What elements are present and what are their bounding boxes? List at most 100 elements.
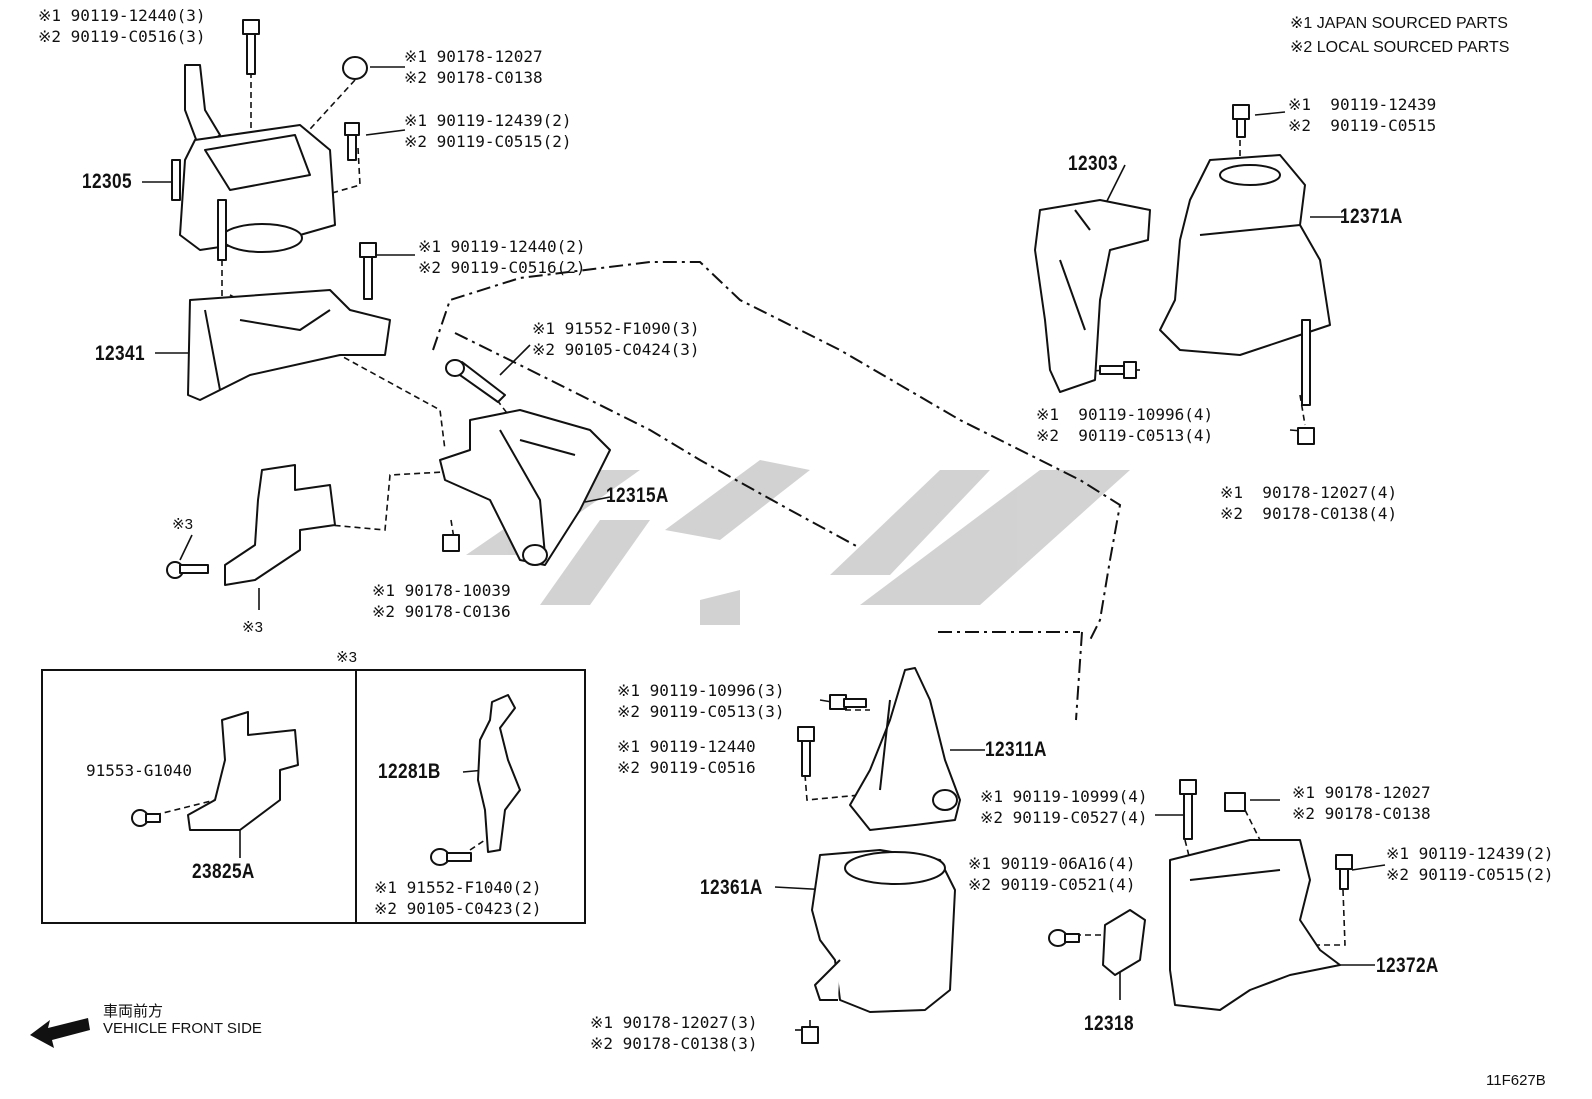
- part-12311A[interactable]: 12311A: [985, 738, 1047, 761]
- bolt-12439-c: [1232, 104, 1250, 138]
- callout-c17-line1: ※1 90178-12027(3): [590, 1013, 758, 1032]
- callout-c16[interactable]: ※1 91552-F1040(2) ※2 90105-C0423(2): [374, 877, 542, 919]
- bracket-12281B: [477, 694, 521, 853]
- callout-c13-line1: ※1 90178-12027: [1292, 783, 1431, 802]
- nut-12027-b: [1224, 792, 1246, 812]
- callout-c4-line1: ※1 90119-12440(2): [418, 237, 586, 256]
- bracket-mark3: [224, 464, 336, 586]
- bolt-12439-a: [344, 122, 360, 161]
- nut-12027-4: [1297, 427, 1315, 445]
- mark3-bracket: ※3: [242, 619, 263, 636]
- mark3-inset-title: ※3: [336, 649, 357, 666]
- callout-c3-line2: ※2 90119-C0515(2): [404, 132, 572, 151]
- part-23825A[interactable]: 23825A: [192, 860, 255, 883]
- bolt-long-F1090: [445, 359, 506, 403]
- vehicle-front-arrow: [30, 1018, 90, 1048]
- callout-c17-line2: ※2 90178-C0138(3): [590, 1034, 758, 1053]
- part-12303[interactable]: 12303: [1068, 152, 1118, 175]
- mount-12372A: [1169, 839, 1341, 1011]
- callout-c17[interactable]: ※1 90178-12027(3) ※2 90178-C0138(3): [590, 1012, 758, 1054]
- nut-10039: [442, 534, 460, 552]
- callout-c4-line2: ※2 90119-C0516(2): [418, 258, 586, 277]
- mount-12305: [171, 64, 336, 261]
- callout-c14[interactable]: ※1 90119-12439(2) ※2 90119-C0515(2): [1386, 843, 1554, 885]
- callout-c2[interactable]: ※1 90178-12027 ※2 90178-C0138: [404, 46, 543, 88]
- part-12372A[interactable]: 12372A: [1376, 954, 1439, 977]
- bolt-10996-b: [829, 694, 867, 710]
- part-12315A[interactable]: 12315A: [606, 484, 669, 507]
- bolt-10996-a: [1099, 361, 1137, 379]
- callout-c1-line2: ※2 90119-C0516(3): [38, 27, 206, 46]
- callout-c9[interactable]: ※1 90178-12027(4) ※2 90178-C0138(4): [1220, 482, 1397, 524]
- bracket-12311A: [849, 667, 961, 831]
- callout-c16-line1: ※1 91552-F1040(2): [374, 878, 542, 897]
- bracket-12315A: [439, 409, 611, 566]
- callout-c11-line2: ※2 90119-C0516: [617, 758, 756, 777]
- vehicle-front-jp: 車両前方: [103, 1003, 164, 1020]
- bolt-12440-c: [797, 726, 815, 777]
- callout-c12-line1: ※1 90119-10999(4): [980, 787, 1148, 806]
- callout-c2-line2: ※2 90178-C0138: [404, 68, 543, 87]
- callout-c10[interactable]: ※1 90119-10996(3) ※2 90119-C0513(3): [617, 680, 785, 722]
- callout-c13[interactable]: ※1 90178-12027 ※2 90178-C0138: [1292, 782, 1431, 824]
- callout-c8-line2: ※2 90119-C0513(4): [1036, 426, 1214, 445]
- callout-c5[interactable]: ※1 91552-F1090(3)※2 90105-C0424(3): [532, 318, 700, 360]
- callout-c8[interactable]: ※1 90119-10996(4) ※2 90119-C0513(4): [1036, 404, 1213, 446]
- bolt-mark3: [166, 561, 209, 579]
- bolt-06A16: [1048, 929, 1080, 947]
- callout-c4[interactable]: ※1 90119-12440(2) ※2 90119-C0516(2): [418, 236, 586, 278]
- bolt-10999: [1179, 779, 1197, 840]
- callout-c6-line2: ※2 90178-C0136: [372, 602, 511, 621]
- callout-c13-line2: ※2 90178-C0138: [1292, 804, 1431, 823]
- bolt-top: [242, 19, 260, 75]
- callout-c9-line1: ※1 90178-12027(4): [1220, 483, 1398, 502]
- mark3-inset-box: [41, 669, 586, 924]
- part-12305[interactable]: 12305: [82, 170, 132, 193]
- bolt-12439-d: [1335, 854, 1353, 890]
- legend-local: ※2 LOCAL SOURCED PARTS: [1290, 39, 1510, 56]
- callout-c3-line1: ※1 90119-12439(2): [404, 111, 572, 130]
- callout-c2-line1: ※1 90178-12027: [404, 47, 543, 66]
- part-12361A[interactable]: 12361A: [700, 876, 763, 899]
- callout-c12[interactable]: ※1 90119-10999(4) ※2 90119-C0527(4): [980, 786, 1148, 828]
- part-12281B[interactable]: 12281B: [378, 760, 441, 783]
- part-12341[interactable]: 12341: [95, 342, 145, 365]
- mark3-bolt: ※3: [172, 516, 193, 533]
- bracket-23825A: [187, 711, 299, 831]
- legend-japan: ※1 JAPAN SOURCED PARTS: [1290, 15, 1508, 32]
- bracket-12303: [1034, 199, 1151, 393]
- bracket-12341: [187, 289, 391, 401]
- callout-c6-line1: ※1 90178-10039: [372, 581, 511, 600]
- callout-c15[interactable]: ※1 90119-06A16(4)※2 90119-C0521(4): [968, 853, 1136, 895]
- nut-12027-3: [801, 1026, 819, 1044]
- callout-c16-line2: ※2 90105-C0423(2): [374, 899, 542, 918]
- callout-91553[interactable]: 91553-G1040: [86, 761, 192, 780]
- callout-c1-line1: ※1 90119-12440(3): [38, 6, 206, 25]
- callout-c3[interactable]: ※1 90119-12439(2) ※2 90119-C0515(2): [404, 110, 572, 152]
- callout-c12-line2: ※2 90119-C0527(4): [980, 808, 1148, 827]
- callout-c9-line2: ※2 90178-C0138(4): [1220, 504, 1398, 523]
- part-12371A[interactable]: 12371A: [1340, 205, 1403, 228]
- callout-c15-line1: ※1 90119-06A16(4): [968, 854, 1136, 873]
- callout-c7-line1: ※1 90119-12439: [1288, 95, 1437, 114]
- callout-c10-line1: ※1 90119-10996(3): [617, 681, 785, 700]
- callout-c5-line1: ※1 91552-F1090(3): [532, 319, 700, 338]
- engine-outline: [432, 261, 1122, 721]
- callout-c8-line1: ※1 90119-10996(4): [1036, 405, 1214, 424]
- bolt-F1040: [430, 848, 472, 866]
- callout-c11[interactable]: ※1 90119-12440 ※2 90119-C0516: [617, 736, 756, 778]
- callout-c7-line2: ※2 90119-C0515: [1288, 116, 1437, 135]
- bolt-G1040: [131, 809, 161, 827]
- callout-c11-line1: ※1 90119-12440: [617, 737, 756, 756]
- callout-c6[interactable]: ※1 90178-10039 ※2 90178-C0136: [372, 580, 511, 622]
- plate-12318: [1102, 909, 1146, 976]
- callout-c14-line1: ※1 90119-12439(2): [1386, 844, 1554, 863]
- callout-c10-line2: ※2 90119-C0513(3): [617, 702, 785, 721]
- callout-c14-line2: ※2 90119-C0515(2): [1386, 865, 1554, 884]
- nut-top: [342, 56, 368, 80]
- callout-c1[interactable]: ※1 90119-12440(3) ※2 90119-C0516(3): [38, 5, 206, 47]
- part-12318[interactable]: 12318: [1084, 1012, 1134, 1035]
- callout-c7[interactable]: ※1 90119-12439 ※2 90119-C0515: [1288, 94, 1436, 136]
